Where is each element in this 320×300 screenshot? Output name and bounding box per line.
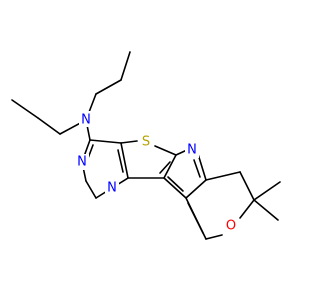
bond xyxy=(154,145,177,156)
atom-n-pyrimidine-bottom: N xyxy=(105,180,119,196)
bond xyxy=(185,179,207,199)
bond xyxy=(163,177,187,199)
atom-label: N xyxy=(81,113,91,128)
bond xyxy=(163,154,177,179)
bond xyxy=(120,51,131,81)
atom-n-amine: N xyxy=(79,111,93,128)
bond-layer xyxy=(11,51,281,240)
bond xyxy=(37,117,61,135)
atom-label-layer: N N N N S O xyxy=(75,111,238,234)
atom-n-pyridine: N xyxy=(185,142,199,158)
bond xyxy=(197,153,207,181)
bond xyxy=(95,79,122,95)
bond xyxy=(89,139,122,144)
bond xyxy=(11,99,39,119)
bond xyxy=(167,176,184,192)
bond xyxy=(205,171,241,181)
atom-label: S xyxy=(142,135,150,150)
bond xyxy=(253,199,279,221)
atom-label: O xyxy=(226,219,236,234)
bond xyxy=(117,149,124,173)
bond xyxy=(187,202,204,234)
bond xyxy=(193,159,201,178)
bond xyxy=(253,181,281,201)
atom-label: N xyxy=(187,143,197,158)
bond xyxy=(120,140,138,144)
atom-label: N xyxy=(107,181,117,196)
bond xyxy=(205,234,223,240)
atom-label: N xyxy=(77,155,87,170)
molecule-structure-diagram: N N N N S O xyxy=(11,51,281,240)
bond xyxy=(159,161,171,174)
bond xyxy=(85,180,97,199)
atom-s-thiophene: S xyxy=(139,134,153,150)
atom-n-pyrimidine-top: N xyxy=(75,154,89,170)
bond xyxy=(239,199,255,219)
bond xyxy=(120,142,129,179)
atom-o-pyran: O xyxy=(224,218,238,234)
bond xyxy=(239,171,255,201)
